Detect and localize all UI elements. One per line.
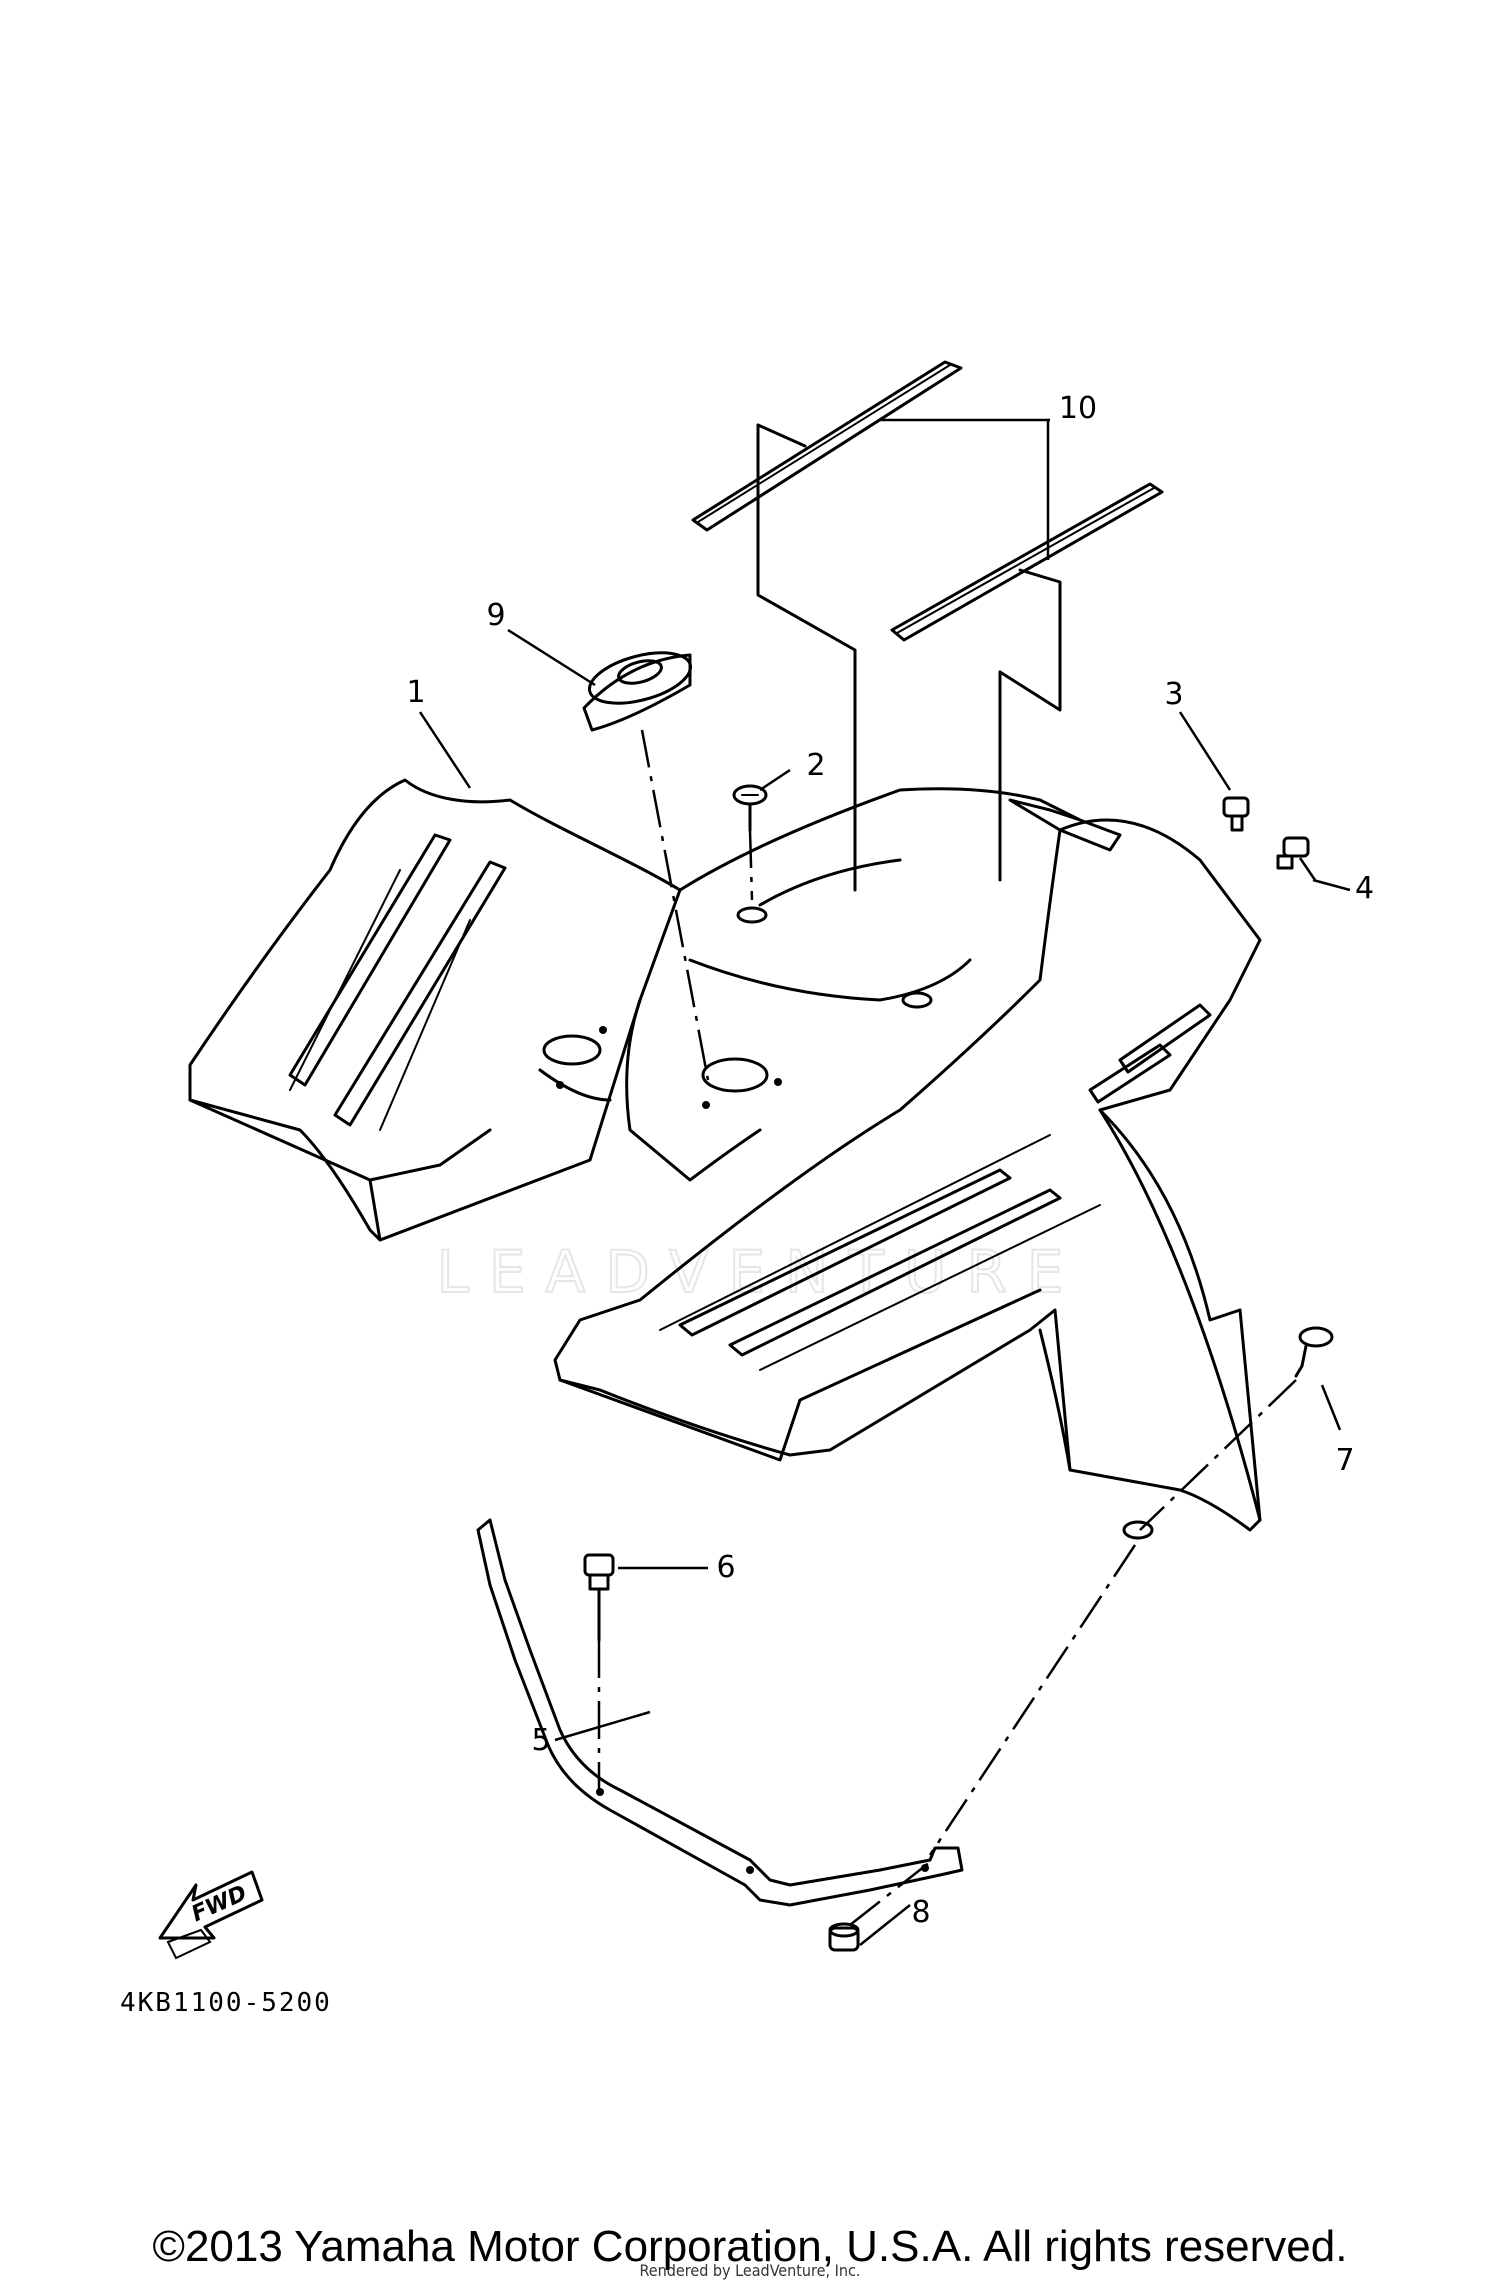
part-8-nut	[828, 1922, 860, 1952]
alignment-lines	[597, 729, 1297, 1926]
part-label-2: 2	[806, 748, 825, 783]
part-label-4: 4	[1355, 871, 1374, 906]
part-7-screw	[1294, 1326, 1334, 1378]
part-label-1: 1	[406, 675, 425, 710]
fwd-arrow-icon: FWD	[158, 1870, 264, 1960]
part-10-strips	[691, 360, 1164, 642]
part-label-8: 8	[911, 1895, 930, 1930]
part-label-5: 5	[531, 1723, 550, 1758]
part-label-9: 9	[486, 598, 505, 633]
part-1-front-fender	[188, 778, 1262, 1532]
copyright-notice: ©2013 Yamaha Motor Corporation, U.S.A. A…	[152, 2222, 1348, 2271]
watermark-text: LEADVENTURE	[437, 1238, 1084, 1306]
part-10-reference-bracket	[756, 418, 1062, 892]
part-label-3: 3	[1164, 677, 1183, 712]
part-9-cap	[582, 651, 693, 732]
figure-code: 4KB1100-5200	[120, 1988, 332, 2018]
part-number-labels: 1 2 3 4 5 6 7 8 9 10	[406, 391, 1374, 1930]
leader-lines	[418, 628, 1351, 1946]
part-2-screw	[732, 784, 768, 832]
rendered-by-credit: Rendered by LeadVenture, Inc.	[639, 2261, 861, 2280]
part-6-bolt	[583, 1553, 615, 1642]
part-label-10: 10	[1059, 391, 1097, 426]
part-4-bolt	[1276, 836, 1310, 870]
part-label-6: 6	[716, 1550, 735, 1585]
part-3-bolt	[1222, 796, 1250, 832]
part-grommet	[1122, 1520, 1154, 1540]
part-label-7: 7	[1335, 1443, 1354, 1478]
